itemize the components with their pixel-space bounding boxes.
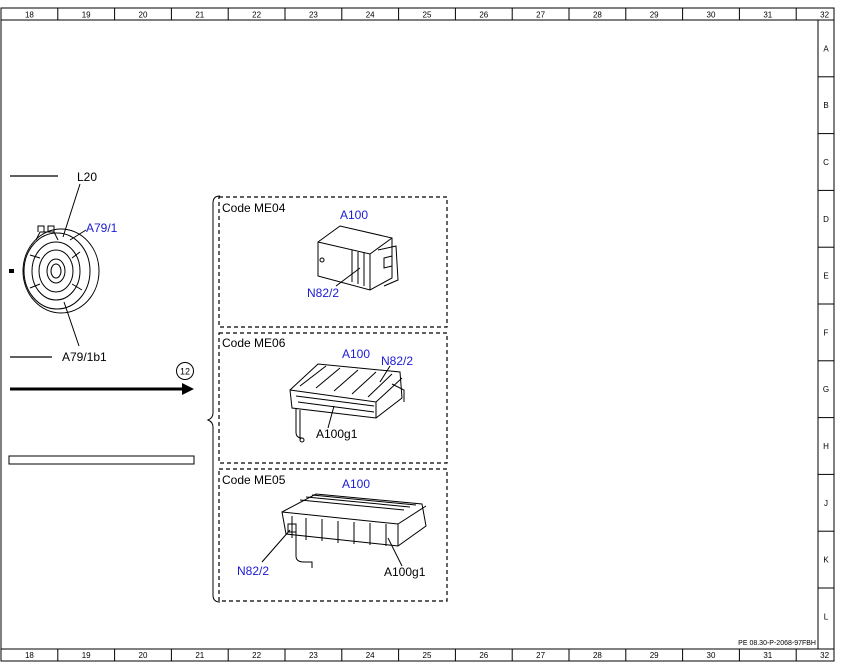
code-title-me05: Code ME05 — [222, 473, 286, 487]
ruler-column-label: 18 — [25, 651, 34, 660]
leader-me06-n82-2 — [379, 365, 391, 383]
ruler-column-label: 24 — [366, 651, 375, 660]
ruler-column-label: 19 — [82, 11, 91, 20]
ruler-column-label: 19 — [82, 651, 91, 660]
leader-me05-a100g1 — [387, 537, 403, 567]
sheet-border — [0, 7, 835, 662]
reference-circle — [176, 362, 194, 380]
label-me05-a100: A100 — [342, 477, 370, 491]
ruler-row-label: L — [824, 612, 829, 621]
ruler-column-label: 22 — [252, 651, 261, 660]
label-me04-a100: A100 — [340, 208, 368, 222]
label-me04-n82-2: N82/2 — [307, 286, 339, 300]
leader-me04-n82-2 — [335, 267, 361, 287]
label-me05-a100g1: A100g1 — [384, 565, 426, 579]
label-me06-a100: A100 — [342, 347, 370, 361]
ruler-column-label: 30 — [707, 651, 716, 660]
ruler-row-label: F — [824, 328, 829, 337]
document-id: PE 08.30-P-2068-97FBH — [738, 640, 816, 647]
code-title-me04: Code ME04 — [222, 201, 286, 215]
ruler-column-label: 32 — [820, 651, 829, 660]
ruler-row-label: H — [823, 442, 829, 451]
ruler-column-label: 31 — [763, 651, 772, 660]
arrow-head-icon — [182, 383, 194, 395]
ruler-column-label: 27 — [536, 11, 545, 20]
component-me06-battery-frame — [289, 363, 405, 443]
ruler-column-label: 21 — [195, 651, 204, 660]
ruler-row-label: B — [823, 101, 828, 110]
ruler-row-label: E — [823, 272, 828, 281]
leader-a79-1 — [69, 229, 87, 241]
code-group-me04-box: Code ME04 — [218, 196, 448, 328]
ruler-column-label: 29 — [650, 11, 659, 20]
ruler-column-label: 27 — [536, 651, 545, 660]
label-a79-1b1: A79/1b1 — [62, 350, 107, 364]
label-me06-a100g1: A100g1 — [316, 427, 358, 441]
ruler-column-label: 29 — [650, 651, 659, 660]
label-me06-n82-2: N82/2 — [381, 354, 413, 368]
code-group-me06-box: Code ME06 — [218, 332, 448, 464]
ruler-row-label: D — [823, 215, 829, 224]
component-me04-module — [317, 225, 399, 291]
ruler-column-label: 26 — [479, 11, 488, 20]
ruler-column-label: 28 — [593, 651, 602, 660]
wire-stub — [9, 269, 14, 273]
ruler-column-label: 31 — [763, 11, 772, 20]
label-me05-n82-2: N82/2 — [237, 564, 269, 578]
leader-me06-a100g1 — [327, 405, 335, 429]
right-row-ruler: A B C D E F G H J K L — [818, 44, 834, 621]
ruler-column-label: 30 — [707, 11, 716, 20]
ruler-column-label: 22 — [252, 11, 261, 20]
top-column-ruler: 18 19 20 21 22 23 24 25 26 27 28 29 30 31 32 — [25, 8, 830, 20]
leader-me05-n82-2 — [261, 529, 291, 563]
ruler-row-label: J — [824, 499, 828, 508]
code-title-me06: Code ME06 — [222, 336, 286, 350]
ruler-column-label: 26 — [479, 651, 488, 660]
ruler-row-label: C — [823, 158, 829, 167]
component-a79-1-coil — [22, 225, 100, 314]
leader-l20 — [62, 183, 81, 238]
ruler-column-label: 25 — [423, 11, 432, 20]
reference-circle-label: 12 — [180, 367, 190, 377]
ruler-column-label: 20 — [139, 651, 148, 660]
label-l20: L20 — [77, 170, 97, 184]
grouping-brace — [206, 195, 221, 603]
ruler-column-label: 24 — [366, 11, 375, 20]
ruler-column-label: 32 — [820, 11, 829, 20]
ruler-column-label: 18 — [25, 11, 34, 20]
code-group-me05-box: Code ME05 — [218, 468, 448, 602]
ruler-column-label: 23 — [309, 651, 318, 660]
leader-a79-1b1 — [63, 301, 80, 347]
ruler-column-label: 25 — [423, 651, 432, 660]
ruler-row-label: A — [823, 44, 829, 53]
ruler-column-label: 23 — [309, 11, 318, 20]
ruler-column-label: 21 — [195, 11, 204, 20]
double-line-bar — [8, 455, 195, 465]
bottom-column-ruler: 18 19 20 21 22 23 24 25 26 27 28 29 30 31 32 — [25, 649, 830, 661]
ruler-column-label: 28 — [593, 11, 602, 20]
ruler-row-label: G — [823, 385, 829, 394]
label-a79-1: A79/1 — [86, 221, 118, 235]
ruler-column-label: 20 — [139, 11, 148, 20]
component-me05-battery-pack — [281, 493, 427, 568]
ruler-row-label: K — [823, 556, 829, 565]
